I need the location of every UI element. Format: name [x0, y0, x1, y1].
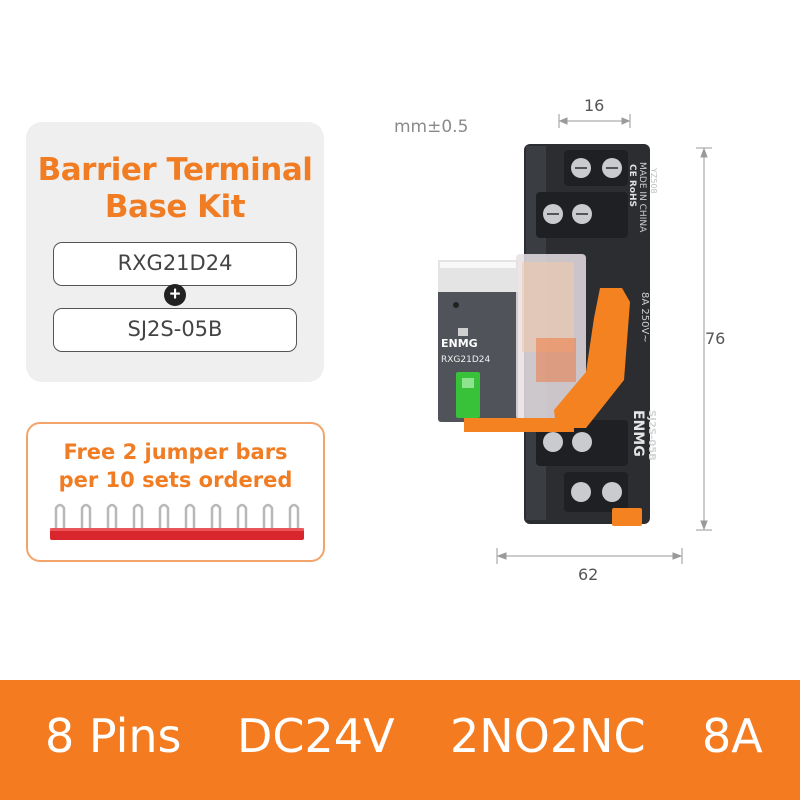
kit-card: Barrier Terminal Base Kit RXG21D24 + SJ2… [26, 122, 324, 382]
spec-current: 8A [702, 709, 763, 763]
jumper-promo-line1: Free 2 jumper bars [63, 440, 288, 464]
jumper-fork [262, 503, 274, 530]
jumper-fork [184, 503, 196, 530]
jumper-fork [80, 503, 92, 530]
spec-banner: 8 Pins DC24V 2NO2NC 8A [0, 680, 800, 800]
jumper-fork [132, 503, 144, 530]
plus-icon: + [164, 284, 186, 306]
width-dimension-label: 16 [584, 96, 605, 115]
jumper-promo-text: Free 2 jumper bars per 10 sets ordered [28, 438, 323, 494]
kit-title: Barrier Terminal Base Kit [26, 152, 324, 226]
jumper-fork [54, 503, 66, 530]
base-model-box: SJ2S-05B [53, 308, 297, 352]
jumper-promo-card: Free 2 jumper bars per 10 sets ordered [26, 422, 325, 562]
relay-model-text: RXG21D24 [441, 355, 491, 365]
relay-module: ENMG RXG21D24 [438, 254, 586, 422]
jumper-fork [106, 503, 118, 530]
jumper-fork [210, 503, 222, 530]
retaining-clip [464, 288, 642, 526]
kit-title-line2: Base Kit [104, 189, 246, 225]
relay-brand-text: ENMG [441, 337, 478, 350]
tolerance-label: mm±0.5 [394, 117, 469, 137]
jumper-bar-icon [50, 503, 304, 540]
kit-title-line1: Barrier Terminal [37, 152, 313, 188]
dimension-lines [496, 114, 712, 564]
jumper-fork [236, 503, 248, 530]
base-code-text: YZ508 [649, 167, 658, 194]
spec-pins: 8 Pins [45, 709, 182, 763]
base-mark-text: CE RoHS [627, 164, 637, 207]
base-rating-text: 8A 250V~ [639, 292, 650, 343]
relay-product-image: MADE IN CHINA CE RoHS YZ508 8A 250V~ ENM… [438, 144, 658, 526]
jumper-fork [288, 503, 300, 530]
base-model-text: SJ2S-05B [646, 410, 657, 461]
height-dimension-label: 76 [705, 329, 726, 348]
spec-contacts: 2NO2NC [450, 709, 646, 763]
base-origin-text: MADE IN CHINA [637, 162, 647, 233]
jumper-promo-line2: per 10 sets ordered [58, 468, 293, 492]
jumper-fork [158, 503, 170, 530]
depth-dimension-label: 62 [578, 565, 599, 584]
spec-voltage: DC24V [237, 709, 395, 763]
base-brand-text: ENMG [630, 410, 646, 457]
